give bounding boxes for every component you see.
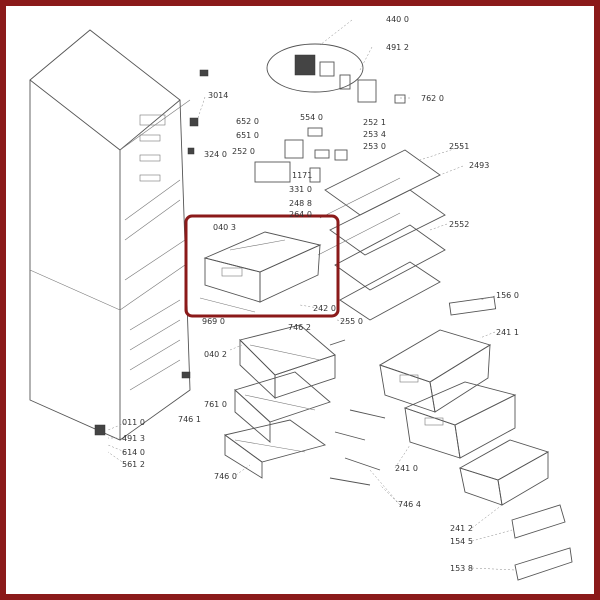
label-7460: 746 0 xyxy=(214,472,237,481)
label-0110: 011 0 xyxy=(122,418,145,427)
lamp-assembly xyxy=(254,127,348,183)
label-6510: 651 0 xyxy=(236,131,259,140)
label-7464: 746 4 xyxy=(398,500,421,509)
control-housing xyxy=(266,43,406,104)
label-4400: 440 0 xyxy=(386,15,409,24)
label-4913: 491 3 xyxy=(122,434,145,443)
label-0403: 040 3 xyxy=(213,223,236,232)
freezer-drawers xyxy=(378,329,550,506)
label-4912-top: 491 2 xyxy=(386,43,409,52)
fridge-cabinet xyxy=(29,29,191,441)
label-9690: 969 0 xyxy=(202,317,225,326)
label-2411: 241 1 xyxy=(496,328,519,337)
label-0402: 040 2 xyxy=(204,350,227,359)
label-2551: 2551 xyxy=(449,142,469,151)
label-7610: 761 0 xyxy=(204,400,227,409)
label-6140: 614 0 xyxy=(122,448,145,457)
label-3240: 324 0 xyxy=(204,150,227,159)
label-2410: 241 0 xyxy=(395,464,418,473)
label-6520: 652 0 xyxy=(236,117,259,126)
wire-baskets xyxy=(223,324,336,479)
label-5540: 554 0 xyxy=(300,113,323,122)
label-2550: 255 0 xyxy=(340,317,363,326)
label-2534: 253 4 xyxy=(363,130,386,139)
label-2530: 253 0 xyxy=(363,142,386,151)
label-1538: 153 8 xyxy=(450,564,473,573)
label-2420: 242 0 xyxy=(313,304,336,313)
label-3014: 3014 xyxy=(208,91,228,100)
label-7620: 762 0 xyxy=(421,94,444,103)
label-1560: 156 0 xyxy=(496,291,519,300)
label-2552: 2552 xyxy=(449,220,469,229)
label-2493: 2493 xyxy=(469,161,489,170)
hinge-parts xyxy=(94,69,209,436)
label-2640: 264 0 xyxy=(289,210,312,219)
label-2521: 252 1 xyxy=(363,118,386,127)
label-1545: 154 5 xyxy=(450,537,473,546)
label-2412: 241 2 xyxy=(450,524,473,533)
label-2520: 252 0 xyxy=(232,147,255,156)
rails xyxy=(329,339,386,486)
label-7462-top: 746 2 xyxy=(288,323,311,332)
highlighted-drawer xyxy=(199,231,322,313)
label-1171: 1171 xyxy=(292,171,312,180)
label-2488: 248 8 xyxy=(289,199,312,208)
leader-lines xyxy=(107,19,516,571)
highlight-box xyxy=(184,214,340,318)
drawer-handles xyxy=(448,296,573,581)
part-labels: 440 0 491 2 3014 652 0 651 0 324 0 252 0… xyxy=(122,15,519,573)
label-7461: 746 1 xyxy=(178,415,201,424)
label-3310: 331 0 xyxy=(289,185,312,194)
label-5612: 561 2 xyxy=(122,460,145,469)
